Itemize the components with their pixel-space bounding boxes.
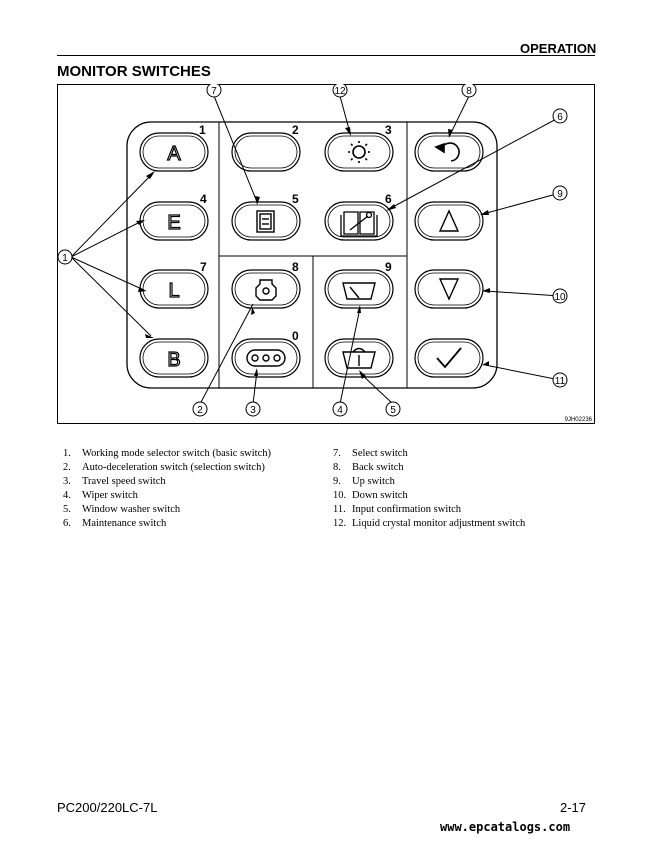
switch-down [414,269,484,309]
switch-b-label: B [167,349,180,371]
callout-number: 7 [211,86,217,97]
header-rule [57,55,595,56]
switch-input-confirm [414,338,484,378]
crawler-track-icon [246,349,286,367]
legend-right: 7.Select switch 8.Back switch 9.Up switc… [333,447,525,531]
section-header: OPERATION [520,41,597,56]
page-title: MONITOR SWITCHES [57,63,211,80]
switch-auto-decel [231,269,301,309]
switch-number: 2 [292,123,299,137]
switch-number: 3 [385,123,392,137]
switch-select [231,201,301,241]
auto-decel-icon [255,279,277,301]
legend-item: 11.Input confirmation switch [333,504,462,515]
callout-number: 2 [197,405,203,416]
switch-window-washer [324,338,394,378]
switch-maintenance [324,201,394,241]
callout-number: 11 [555,376,566,387]
callout-number: 3 [250,405,256,416]
switch-a-label: A [167,143,181,165]
callout-number: 1 [62,253,68,264]
monitor-switches-figure: A E [57,84,595,424]
callout-number: 5 [390,405,396,416]
switch-lcd-adjust [324,132,394,172]
switch-number: 0 [292,329,299,343]
legend-item: 1.Working mode selector switch (basic sw… [63,448,271,459]
switch-travel-speed [231,338,301,378]
legend-item: 7.Select switch [333,448,408,459]
down-triangle-icon [438,278,460,301]
legend-item: 2.Auto-deceleration switch (selection sw… [63,462,265,473]
select-icon [256,210,275,233]
sun-icon [348,141,370,163]
switch-number: 1 [199,123,206,137]
switch-number: 6 [385,192,392,206]
legend-item: 9.Up switch [333,476,395,487]
back-arrow-icon [434,142,460,162]
legend-item: 6.Maintenance switch [63,518,167,529]
switch-number: 8 [292,260,299,274]
switch-b: B [139,338,209,378]
up-triangle-icon [438,209,460,232]
legend-item: 10.Down switch [333,490,408,501]
switch-panel [126,121,498,389]
switch-number: 9 [385,260,392,274]
switch-back [414,132,484,172]
switch-up [414,201,484,241]
switch-number: 4 [200,192,207,206]
switch-number: 7 [200,260,207,274]
callout-number: 6 [557,112,563,123]
switch-blank [231,132,301,172]
switch-e-label: E [167,212,180,234]
switch-wiper [324,269,394,309]
legend-item: 12.Liquid crystal monitor adjustment swi… [333,518,526,529]
check-icon [436,347,462,369]
legend-item: 5.Window washer switch [63,504,181,515]
switch-a: A [139,132,209,172]
legend-item: 3.Travel speed switch [63,476,166,487]
watermark: www.epcatalogs.com [440,820,571,834]
washer-icon [342,347,376,369]
switch-l: L [139,269,209,309]
figure-code: 9JH02236 [565,417,593,423]
legend-left: 1.Working mode selector switch (basic sw… [63,447,271,531]
callout-number: 12 [334,86,346,97]
switch-e: E [139,201,209,241]
wrench-book-icon [340,211,378,237]
callout-number: 9 [557,189,563,200]
callout-number: 4 [337,405,343,416]
callout-number: 8 [466,86,472,97]
callout-number: 10 [554,292,566,303]
footer-page-number: 2-17 [560,800,587,815]
legend-item: 8.Back switch [333,462,404,473]
switch-number: 5 [292,192,299,206]
figure-frame [57,84,595,424]
legend-item: 4.Wiper switch [63,490,138,501]
wiper-icon [342,282,376,300]
footer-model: PC200/220LC-7L [57,800,158,815]
switch-l-label: L [168,280,179,302]
